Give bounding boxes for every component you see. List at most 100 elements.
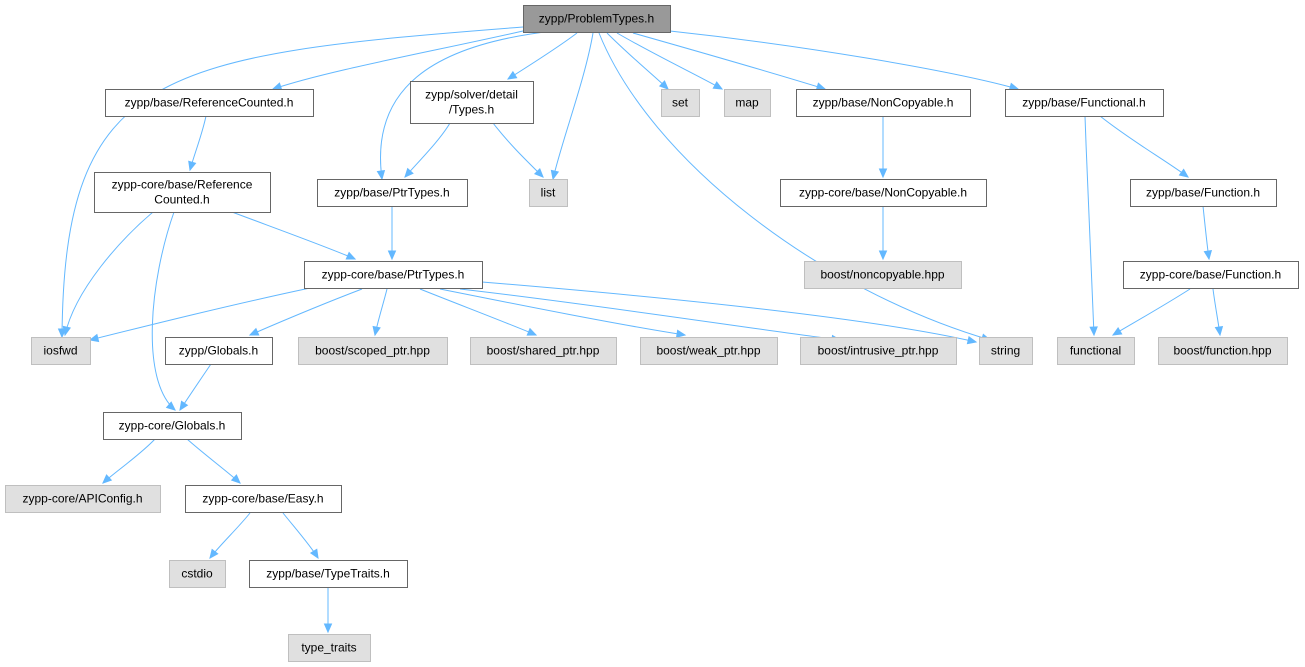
edge-functional_h-to-functional (1084, 115, 1098, 337)
edge-arrowhead (62, 325, 72, 337)
node-core_globals[interactable]: zypp-core/Globals.h (103, 412, 242, 440)
node-box (804, 261, 962, 289)
node-label: boost/weak_ptr.hpp (656, 344, 760, 358)
edge-root-to-noncopyable (632, 32, 827, 91)
edge-easy-to-typetraits_h (282, 512, 319, 560)
node-box (410, 81, 534, 124)
edge-line (419, 288, 537, 336)
edge-line (64, 211, 154, 336)
node-box (1005, 89, 1164, 117)
edge-core_refcounted-to-core_ptrtypes (231, 211, 357, 260)
node-box (31, 337, 91, 365)
edge-root-to-solvertypes (506, 32, 578, 80)
node-label: cstdio (181, 567, 213, 581)
node-label: boost/intrusive_ptr.hpp (818, 344, 939, 358)
edge-line (552, 32, 594, 180)
edge-arrowhead (533, 167, 544, 178)
node-box (298, 337, 448, 365)
node-box (724, 89, 771, 117)
node-box (165, 337, 273, 365)
edge-root-to-list (550, 32, 594, 181)
edge-arrowhead (387, 250, 397, 261)
edge-arrowhead (878, 250, 888, 261)
edge-line (102, 438, 156, 484)
node-noncopyable[interactable]: zypp/base/NonCopyable.h (796, 89, 971, 117)
edge-arrowhead (345, 251, 357, 260)
node-solvertypes[interactable]: zypp/solver/detail/Types.h (410, 81, 534, 124)
edge-solvertypes-to-ptrtypes (404, 122, 451, 178)
edge-ptrtypes-to-core_ptrtypes (387, 206, 397, 261)
edge-line (151, 211, 176, 411)
node-ptrtypes[interactable]: zypp/base/PtrTypes.h (317, 179, 468, 207)
node-boost_function[interactable]: boost/function.hpp (1158, 337, 1288, 365)
node-box (105, 89, 314, 117)
edge-arrowhead (372, 325, 381, 337)
node-core_refcounted[interactable]: zypp-core/base/ReferenceCounted.h (94, 172, 271, 213)
edge-arrowhead (209, 548, 219, 559)
edge-arrowhead (248, 327, 260, 336)
edge-arrowhead (506, 70, 518, 80)
node-root[interactable]: zypp/ProblemTypes.h (523, 5, 671, 33)
node-boost_shared[interactable]: boost/shared_ptr.hpp (470, 337, 617, 365)
node-boost_intrusive[interactable]: boost/intrusive_ptr.hpp (800, 337, 957, 365)
node-core_function[interactable]: zypp-core/base/Function.h (1123, 261, 1299, 289)
edge-core_ptrtypes-to-boost_shared (419, 288, 538, 336)
node-easy[interactable]: zypp-core/base/Easy.h (185, 485, 342, 513)
node-label: zypp/Globals.h (179, 344, 258, 358)
edge-arrowhead (230, 474, 241, 484)
node-box (103, 412, 242, 440)
node-box (317, 179, 468, 207)
node-iosfwd[interactable]: iosfwd (31, 337, 91, 365)
node-list[interactable]: list (529, 179, 568, 207)
edge-line (439, 288, 686, 336)
edge-line (492, 122, 544, 178)
node-function_h[interactable]: zypp/base/Function.h (1130, 179, 1277, 207)
node-core_ptrtypes[interactable]: zypp-core/base/PtrTypes.h (304, 261, 483, 289)
node-core_noncopyable[interactable]: zypp-core/base/NonCopyable.h (780, 179, 987, 207)
node-set[interactable]: set (661, 89, 700, 117)
node-typetraits_h[interactable]: zypp/base/TypeTraits.h (249, 560, 408, 588)
node-cstdio[interactable]: cstdio (169, 560, 226, 588)
node-globals[interactable]: zypp/Globals.h (165, 337, 273, 365)
node-label: zypp-core/APIConfig.h (22, 492, 142, 506)
edge-line (481, 281, 977, 343)
node-type_traits[interactable]: type_traits (288, 634, 371, 662)
node-label: boost/scoped_ptr.hpp (315, 344, 430, 358)
node-box (523, 5, 671, 33)
node-box (529, 179, 568, 207)
node-functional_h[interactable]: zypp/base/Functional.h (1005, 89, 1164, 117)
node-box (1158, 337, 1288, 365)
node-apiconfig[interactable]: zypp-core/APIConfig.h (5, 485, 161, 513)
edge-root-to-functional_h (669, 30, 1020, 91)
edge-root-to-ptrtypes (376, 30, 554, 181)
edge-arrowhead (966, 335, 978, 345)
node-refcounted[interactable]: zypp/base/ReferenceCounted.h (105, 89, 314, 117)
edge-line (606, 32, 669, 90)
node-label: zypp/base/TypeTraits.h (266, 567, 390, 581)
edge-arrowhead (1178, 168, 1190, 178)
node-box (169, 560, 226, 588)
node-boost_weak[interactable]: boost/weak_ptr.hpp (640, 337, 778, 365)
node-boost_noncopyable[interactable]: boost/noncopyable.hpp (804, 261, 962, 289)
edge-arrowhead (1203, 249, 1213, 261)
edge-line (209, 512, 251, 559)
edge-line (249, 288, 363, 336)
edge-arrowhead (404, 167, 414, 178)
node-map[interactable]: map (724, 89, 771, 117)
edge-core_ptrtypes-to-boost_scoped (372, 288, 388, 337)
node-label: type_traits (301, 641, 356, 655)
node-box (979, 337, 1033, 365)
node-functional[interactable]: functional (1057, 337, 1135, 365)
edge-arrowhead (188, 160, 197, 172)
edge-line (186, 438, 241, 484)
node-boost_scoped[interactable]: boost/scoped_ptr.hpp (298, 337, 448, 365)
node-label: zypp-core/base/Easy.h (202, 492, 323, 506)
edge-arrowhead (88, 333, 100, 343)
edge-line (507, 32, 578, 80)
node-string[interactable]: string (979, 337, 1033, 365)
node-label: list (541, 186, 556, 200)
edge-line (1099, 115, 1189, 178)
nodes-layer: zypp/ProblemTypes.h zypp/base/ReferenceCo… (5, 5, 1299, 662)
node-box (780, 179, 987, 207)
edge-arrowhead (323, 623, 333, 634)
